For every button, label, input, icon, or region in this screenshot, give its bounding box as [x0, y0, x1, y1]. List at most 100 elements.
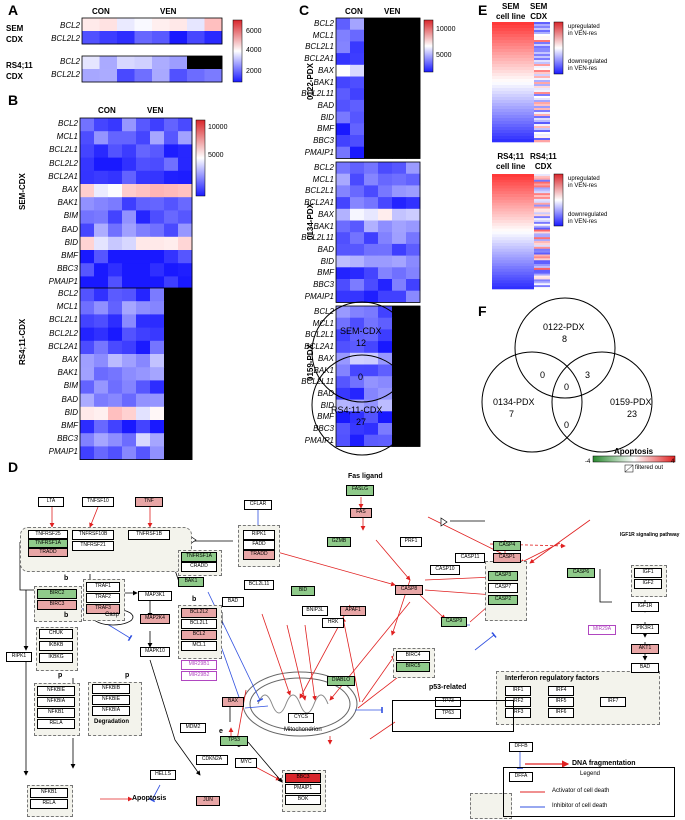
c-0134-gene-label: BCL2A1	[304, 198, 334, 208]
e-up-2: upregulated in VEN-res	[568, 176, 600, 189]
b-scale-10000: 10000	[208, 124, 228, 131]
e-col-rs4-cdx: RS4;11 CDX	[530, 152, 557, 171]
venn-0159-name: 0159-PDX	[610, 397, 652, 407]
node-bbc3: BBC3	[285, 773, 321, 783]
b-sem-gene-label: PMAIP1	[48, 277, 78, 287]
b-rs4-gene-label: BBC3	[57, 434, 78, 444]
b-sem-gene-label: BCL2L2	[49, 158, 78, 168]
node-irf2: IRF2	[505, 697, 531, 707]
heatmap-c-0134	[335, 161, 421, 303]
node-gzmb: GZMB	[327, 537, 351, 547]
dna-fragmentation-label: DNA fragmentation	[572, 760, 636, 767]
letter-b-1: b	[64, 575, 69, 582]
node-bak1: BAK1	[178, 577, 204, 587]
panel-b-letter: B	[8, 92, 19, 108]
c-0122-gene-label: BCL2L11	[301, 89, 334, 99]
c-0122-gene-label: BBC3	[313, 136, 334, 145]
node-tradd-2: TRADD	[243, 550, 275, 560]
node-casp4: CASP4	[493, 541, 521, 551]
c-0159-gene-label: BAK1	[313, 365, 334, 375]
letter-b-3: b	[192, 596, 197, 603]
apoptosis-scale-min: -4	[585, 459, 591, 465]
c-0159-gene-label: BAX	[317, 353, 334, 363]
b-sem-gene-label: BAK1	[57, 198, 78, 208]
node-map2k4: MAP2K4	[140, 614, 170, 624]
node-igf1r: IGF1R	[631, 602, 659, 612]
legend-inhibitor: Inhibitor of cell death	[552, 803, 608, 809]
heatmap-a-sem	[81, 17, 223, 45]
node-tnfrsf10b: TNFRSF10B	[72, 530, 114, 540]
node-ikbkb: IKBKB	[39, 641, 73, 651]
venn-overlap-ac: 3	[585, 370, 591, 380]
node-bok: BOK	[285, 795, 321, 805]
node-casp10: CASP10	[430, 565, 460, 575]
node-pmaip1: PMAIP1	[285, 784, 321, 794]
c-0134-gene-label: BID	[320, 256, 334, 266]
b-rs4-gene-label: BID	[64, 407, 78, 417]
letter-b-2: b	[64, 612, 69, 619]
scale-bar-e2	[553, 173, 564, 227]
node-nfkbie: NFKBIE	[37, 686, 75, 696]
heatmap-a-rs4	[81, 55, 223, 83]
c-0159-gene-label: BAD	[317, 388, 334, 398]
venn-overlap-bc: 0	[564, 420, 570, 430]
dffb-complex	[470, 793, 512, 819]
panel-f-letter: F	[478, 303, 487, 319]
c-0159-gene-label: BBC3	[313, 424, 334, 433]
b-rs4-gene-label: BIM	[63, 381, 78, 391]
node-mir29a: MIR29A	[588, 625, 616, 635]
b-con-header: CON	[98, 106, 116, 115]
b-sem-gene-label: MCL1	[56, 132, 78, 142]
b-sem-gene-label: BAX	[61, 185, 78, 194]
c-0122-gene-label: BCL2A1	[304, 54, 334, 64]
venn-diagram	[311, 297, 653, 456]
c-0134-gene-label: BAD	[317, 244, 334, 254]
panel-e-letter: E	[478, 2, 488, 18]
node-fas: FAS	[350, 508, 372, 518]
venn-rs4-name: RS4;11-CDX	[331, 405, 383, 415]
node-tnfrsf25: TNFRSF25	[28, 530, 68, 539]
node-casp3: CASP3	[488, 571, 518, 581]
c-0122-gene-label: BCL2L1	[305, 42, 334, 52]
legend-title: Legend	[580, 771, 601, 777]
c-con-header: CON	[345, 7, 363, 16]
filtered-label: filtered out	[635, 465, 664, 471]
node-bid: BID	[291, 586, 315, 596]
node-cradd: CRADD	[181, 562, 217, 572]
c-0134-gene-label: BCL2	[313, 163, 334, 172]
c-0122-gene-label: BMF	[317, 124, 334, 134]
letter-e-1: e	[219, 728, 223, 735]
degradation-label: Degradation	[94, 719, 130, 725]
venn-0122-count: 8	[562, 334, 568, 344]
apoptosis-scale	[592, 455, 676, 463]
node-birc5: BIRC5	[396, 662, 430, 672]
scale-bar-e1	[553, 21, 564, 75]
node-casp7: CASP7	[488, 583, 518, 593]
node-nfkbib-deg: NFKBIB	[92, 684, 130, 694]
apoptosis-legend-title: Apoptosis	[614, 447, 654, 456]
mitochondrion-label: Mitochondrion	[284, 727, 322, 733]
a-scale-2000: 2000	[246, 68, 262, 75]
node-faslg: FASLG	[346, 485, 374, 496]
venn-sem-name: SEM-CDX	[340, 326, 382, 336]
igf1r-pathway-label: IGF1R signaling pathway	[620, 532, 680, 538]
node-jun: JUN	[196, 796, 220, 806]
node-mdm2: MDM2	[180, 723, 206, 733]
heatmap-c-0122	[335, 17, 421, 159]
p53-irf-box	[392, 700, 514, 732]
letter-p-1: p	[58, 672, 63, 679]
node-tradd: TRADD	[28, 548, 68, 557]
node-fadd: FADD	[243, 540, 275, 550]
c-0134-gene-label: BAX	[317, 209, 334, 219]
c-0122-gene-label: BAD	[317, 100, 334, 110]
b-rs4-gene-label: BAD	[61, 394, 78, 404]
node-igf2: IGF2	[634, 579, 662, 589]
c-0122-gene-label: PMAIP1	[304, 147, 334, 157]
node-rela: RELA	[37, 719, 75, 729]
node-cdkn2a: CDKN2A	[196, 755, 228, 765]
panel-a-letter: A	[8, 2, 19, 18]
node-diablo: DIABLO	[327, 676, 355, 686]
c-0159-gene-label: BCL2L11	[301, 377, 334, 387]
node-birc2: BIRC2	[37, 589, 77, 599]
node-irf3: IRF3	[505, 708, 531, 718]
